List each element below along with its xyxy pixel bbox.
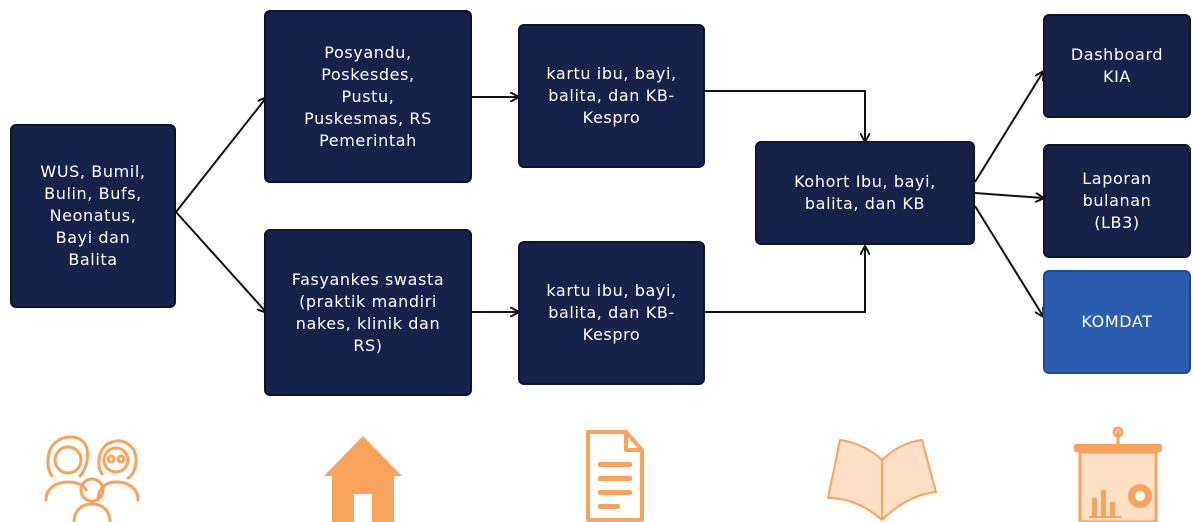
arrow-card-top-to-cohort <box>705 90 865 141</box>
arrow-cohort-to-report <box>974 192 1043 198</box>
card-top-box: kartu ibu, bayi, balita, dan KB- Kespro <box>518 24 705 168</box>
cohort-box: Kohort Ibu, bayi, balita, dan KB <box>755 141 975 245</box>
arrow-card-bottom-to-cohort <box>705 247 865 313</box>
source-population-box: WUS, Bumil, Bulin, Bufs, Neonatus, Bayi … <box>10 124 176 308</box>
arrow-cohort-to-dashboard <box>974 72 1043 183</box>
monthly-report-box: Laporan bulanan (LB3) <box>1043 144 1191 258</box>
komdat-box: KOMDAT <box>1043 270 1191 374</box>
family-icon <box>44 435 140 522</box>
public-facility-box: Posyandu, Poskesdes, Pustu, Puskesmas, R… <box>264 10 472 183</box>
document-icon <box>586 430 644 522</box>
arrow-cohort-to-komdat <box>974 205 1043 316</box>
arrow-source-to-public <box>175 98 266 213</box>
private-facility-box: Fasyankes swasta (praktik mandiri nakes,… <box>264 229 472 396</box>
open-book-icon <box>827 439 937 521</box>
card-bottom-box: kartu ibu, bayi, balita, dan KB- Kespro <box>518 241 705 385</box>
house-icon <box>324 436 402 522</box>
dashboard-kia-box: Dashboard KIA <box>1043 14 1191 118</box>
presentation-board-icon <box>1074 426 1162 522</box>
arrow-source-to-private <box>175 211 266 312</box>
